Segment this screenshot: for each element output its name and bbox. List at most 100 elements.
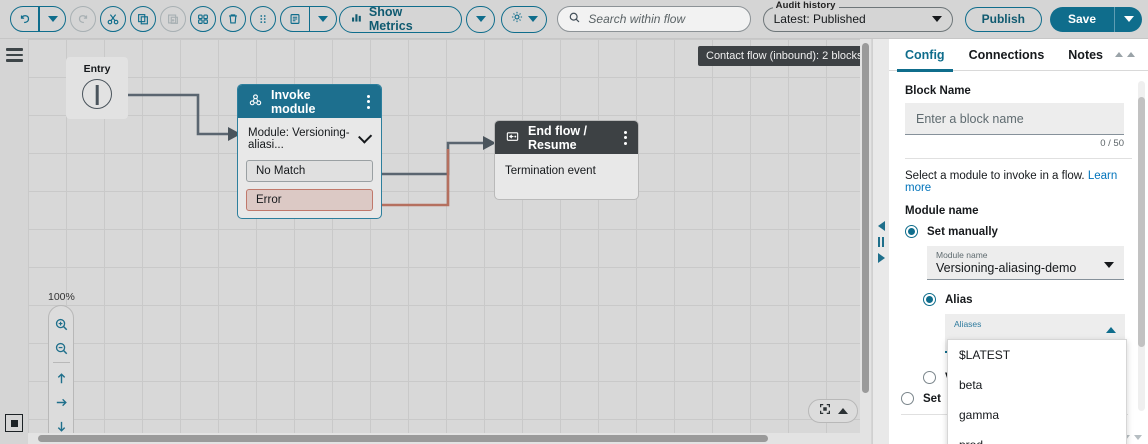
tab-config[interactable]: Config: [893, 39, 957, 72]
alias-option-latest[interactable]: $LATEST: [948, 340, 1126, 370]
paste-icon[interactable]: [160, 6, 187, 32]
end-flow-icon: [505, 129, 520, 147]
module-selector-row[interactable]: Module: Versioning-aliasi...: [238, 118, 381, 160]
block-menu-icon[interactable]: [621, 128, 630, 148]
copy-icon[interactable]: [130, 6, 157, 32]
radio-set-manually[interactable]: Set manually: [905, 225, 1132, 238]
canvas-horizontal-scrollbar[interactable]: [28, 433, 871, 444]
save-label: Save: [1067, 12, 1096, 26]
canvas-vertical-scrollbar[interactable]: [860, 39, 871, 433]
pan-down-icon[interactable]: [50, 414, 72, 437]
tab-connections[interactable]: Connections: [957, 39, 1057, 71]
undo-caret-icon[interactable]: [40, 7, 66, 31]
chevron-up-icon: [1106, 327, 1116, 333]
port-label: No Match: [256, 165, 306, 177]
notes-group[interactable]: [280, 6, 337, 32]
entry-icon: [82, 79, 112, 109]
audit-history-select[interactable]: Latest: Published: [762, 6, 953, 32]
option-label: prod: [959, 438, 983, 444]
hamburger-menu-icon[interactable]: [6, 48, 23, 62]
splitter-handle-icon[interactable]: [878, 236, 884, 247]
alias-dropdown-list[interactable]: $LATEST beta gamma prod pre-prod: [947, 339, 1127, 444]
radio-set-dynamically[interactable]: Set: [901, 392, 1132, 405]
collapse-left-icon[interactable]: [877, 220, 885, 231]
block-name-placeholder: Enter a block name: [916, 111, 1024, 126]
radio-icon[interactable]: [901, 392, 914, 405]
radio-alias[interactable]: Alias: [923, 293, 1132, 306]
panel-splitter[interactable]: [872, 39, 889, 444]
radio-label: Set manually: [927, 225, 998, 238]
port-label: Error: [256, 194, 282, 206]
scroll-up-icon[interactable]: [1115, 52, 1124, 57]
show-metrics-button[interactable]: Show Metrics: [338, 5, 462, 33]
chevron-down-icon: [931, 16, 942, 22]
alias-option-prod[interactable]: prod: [948, 430, 1126, 444]
port-no-match[interactable]: No Match: [246, 160, 373, 182]
notes-icon[interactable]: [281, 7, 309, 31]
flow-canvas[interactable]: Entry Contact flow (inbound): 2 blocks u…: [28, 39, 871, 437]
zoom-out-icon[interactable]: [50, 336, 72, 360]
helper-text-label: Select a module to invoke in a flow.: [905, 170, 1085, 182]
module-select-mini-label: Module name: [936, 250, 988, 260]
search-icon: [568, 11, 581, 27]
radio-label: Set: [923, 392, 941, 405]
delete-icon[interactable]: [220, 6, 247, 32]
tab-notes[interactable]: Notes: [1056, 39, 1115, 71]
collapse-right-icon[interactable]: [877, 252, 885, 263]
expand-caret-icon[interactable]: [838, 408, 848, 414]
panel-vertical-scrollbar[interactable]: [1138, 81, 1145, 411]
left-rail: [0, 39, 28, 444]
settings-button[interactable]: [501, 5, 548, 33]
blocks-used-tooltip: Contact flow (inbound): 2 blocks used: [698, 46, 871, 66]
block-header: Invoke module: [238, 85, 381, 118]
port-error[interactable]: Error: [246, 189, 373, 211]
pan-up-icon[interactable]: [50, 366, 72, 390]
block-end-flow-resume[interactable]: End flow / Resume Termination event: [494, 120, 639, 200]
scroll-up-icon-2[interactable]: [1127, 52, 1136, 57]
module-name-select[interactable]: Module name Versioning-aliasing-demo: [927, 246, 1124, 280]
panel-scroll-arrows[interactable]: [1115, 39, 1148, 70]
panel-toggle-icon[interactable]: [5, 414, 23, 432]
pan-right-icon[interactable]: [50, 390, 72, 414]
scroll-down-icon-2[interactable]: [1134, 435, 1142, 440]
distribute-icon[interactable]: [250, 6, 277, 32]
block-title: Invoke module: [271, 87, 316, 116]
radio-icon[interactable]: [923, 371, 936, 384]
audit-history-value: Latest: Published: [773, 12, 866, 26]
save-button[interactable]: Save: [1049, 6, 1114, 32]
undo-group[interactable]: [9, 6, 67, 32]
block-name-input[interactable]: Enter a block name: [905, 103, 1124, 135]
block-menu-icon[interactable]: [364, 92, 373, 112]
radio-icon[interactable]: [905, 225, 918, 238]
learn-more-link[interactable]: Learn more: [905, 170, 1118, 194]
fit-to-screen-control[interactable]: [808, 399, 858, 423]
notes-caret-icon[interactable]: [310, 7, 336, 31]
scrollbar-thumb[interactable]: [862, 43, 869, 393]
zoom-in-icon[interactable]: [50, 312, 72, 336]
audit-history-select-wrapper: Audit history Latest: Published: [762, 0, 953, 32]
align-blocks-icon[interactable]: [190, 6, 217, 32]
block-invoke-module[interactable]: Invoke module Module: Versioning-aliasi.…: [237, 84, 382, 219]
metrics-caret-icon[interactable]: [465, 5, 496, 33]
settings-caret-icon[interactable]: [528, 16, 539, 22]
radio-icon[interactable]: [923, 293, 936, 306]
search-input[interactable]: Search within flow: [557, 6, 751, 32]
cut-icon[interactable]: [100, 6, 127, 32]
zoom-level-label: 100%: [48, 291, 75, 303]
redo-icon[interactable]: [70, 6, 97, 32]
module-helper-text: Select a module to invoke in a flow. Lea…: [905, 170, 1132, 194]
panel-tabs: Config Connections Notes: [889, 39, 1148, 72]
divider: [38, 7, 40, 31]
module-select-value: Versioning-aliasing-demo: [936, 261, 1077, 275]
scrollbar-thumb[interactable]: [1138, 97, 1145, 347]
publish-button[interactable]: Publish: [964, 6, 1042, 32]
save-caret-icon[interactable]: [1114, 6, 1142, 32]
chevron-down-icon: [1104, 262, 1114, 268]
alias-option-gamma[interactable]: gamma: [948, 400, 1126, 430]
undo-icon[interactable]: [11, 7, 39, 31]
alias-option-beta[interactable]: beta: [948, 370, 1126, 400]
save-group: Save: [1049, 6, 1142, 32]
entry-node[interactable]: Entry: [66, 57, 128, 119]
scrollbar-thumb[interactable]: [38, 435, 768, 442]
